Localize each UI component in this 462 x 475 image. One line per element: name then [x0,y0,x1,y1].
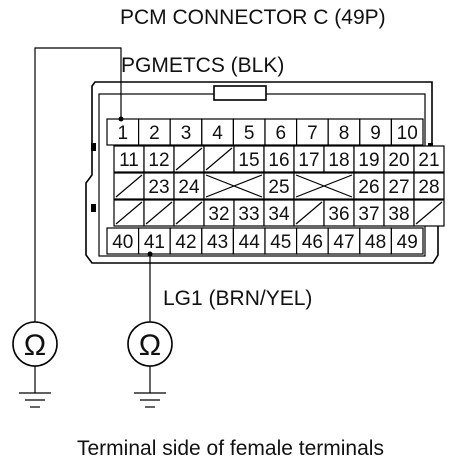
terminal-number: 44 [239,232,261,253]
terminal-number: 19 [358,150,379,171]
unused-terminal-mark [145,201,173,225]
terminal-cell [383,172,415,200]
terminal-cell [169,118,203,146]
terminal-number: 11 [119,150,139,171]
terminal-number: 4 [212,123,223,144]
terminal-number: 34 [268,204,290,225]
terminal-number: 20 [388,150,409,171]
terminal-cell [143,172,175,200]
terminal-cell [233,145,265,173]
terminal-cell [203,199,235,227]
terminal-cell [264,227,298,255]
terminal-number: 16 [268,150,289,171]
terminal-number: 43 [207,232,228,253]
pgmetcs-label: PGMETCS (BLK) [121,54,285,77]
terminal-number: 8 [339,123,350,144]
left-guide-mark [91,204,96,212]
terminal-cell [293,145,325,173]
terminal-number: 45 [270,232,291,253]
terminal-number: 5 [244,123,255,144]
terminal-cell [413,172,445,200]
terminal-number: 33 [238,204,259,225]
terminal-number: 38 [388,204,409,225]
terminal-cell [263,145,295,173]
blocked-terminal-mark [295,174,353,198]
terminal-cell [138,227,171,255]
terminal-number: 48 [365,232,386,253]
terminal-number: 49 [397,232,418,253]
terminal-41-probe-point [147,251,153,257]
terminal-number: 32 [208,204,229,225]
terminal-number: 17 [298,150,319,171]
terminal-number: 12 [148,150,169,171]
terminal-number: 1 [118,123,129,144]
terminal-number: 26 [358,177,379,198]
terminal-number: 46 [302,232,323,253]
connector-title: PCM CONNECTOR C (49P) [120,6,386,29]
terminal-cell [323,199,355,227]
unused-terminal-mark [115,201,143,225]
terminal-number: 25 [268,177,289,198]
terminal-cell [203,172,265,200]
left-guide-mark [91,143,96,151]
terminal-number: 9 [370,123,381,144]
terminal-cell [353,172,385,200]
terminal-cell [201,118,235,146]
terminal-number: 40 [112,232,133,253]
unused-terminal-mark [115,174,143,198]
terminal-number: 24 [178,177,200,198]
probe-wire-terminal-1 [34,47,122,322]
terminal-1-probe-point [118,116,124,122]
lg1-label: LG1 (BRN/YEL) [163,287,313,310]
terminal-number: 2 [149,123,160,144]
terminal-number: 18 [328,150,349,171]
unused-terminal-mark [175,201,203,225]
ohm-symbol: Ω [139,329,161,362]
terminal-cell [296,227,329,255]
terminal-cell [232,227,266,255]
terminal-number: 6 [276,123,287,144]
terminal-cell [169,227,203,255]
terminal-number: 47 [333,232,354,253]
terminal-number: 3 [181,123,192,144]
blocked-terminal-mark [205,174,263,198]
unused-terminal-mark [295,201,323,225]
terminal-number: 37 [358,204,379,225]
terminal-cell [296,118,329,146]
terminal-number: 27 [388,177,409,198]
terminal-cell [201,227,235,255]
terminal-number: 36 [328,204,349,225]
terminal-number: 28 [418,177,439,198]
terminal-cell [390,118,424,146]
terminal-side-caption: Terminal side of female terminals [77,437,384,460]
unused-terminal-mark [175,147,203,171]
terminal-number: 23 [148,177,169,198]
terminal-cell [390,227,424,255]
terminal-number: 21 [418,150,439,171]
terminal-cell [353,145,385,173]
unused-terminal-mark [415,201,443,225]
terminal-cell [323,145,355,173]
terminal-cell [263,172,295,200]
terminal-number: 42 [175,232,196,253]
terminal-number: 10 [397,123,418,144]
terminal-number: 41 [144,232,165,253]
locking-tab [213,85,267,101]
terminal-number: 15 [238,150,259,171]
terminal-cell [413,145,445,173]
unused-terminal-mark [205,147,233,171]
ohm-symbol: Ω [24,329,46,362]
terminal-cell [173,172,205,200]
terminal-cell [106,227,140,255]
terminal-number: 7 [307,123,318,144]
terminal-cell [138,118,171,146]
